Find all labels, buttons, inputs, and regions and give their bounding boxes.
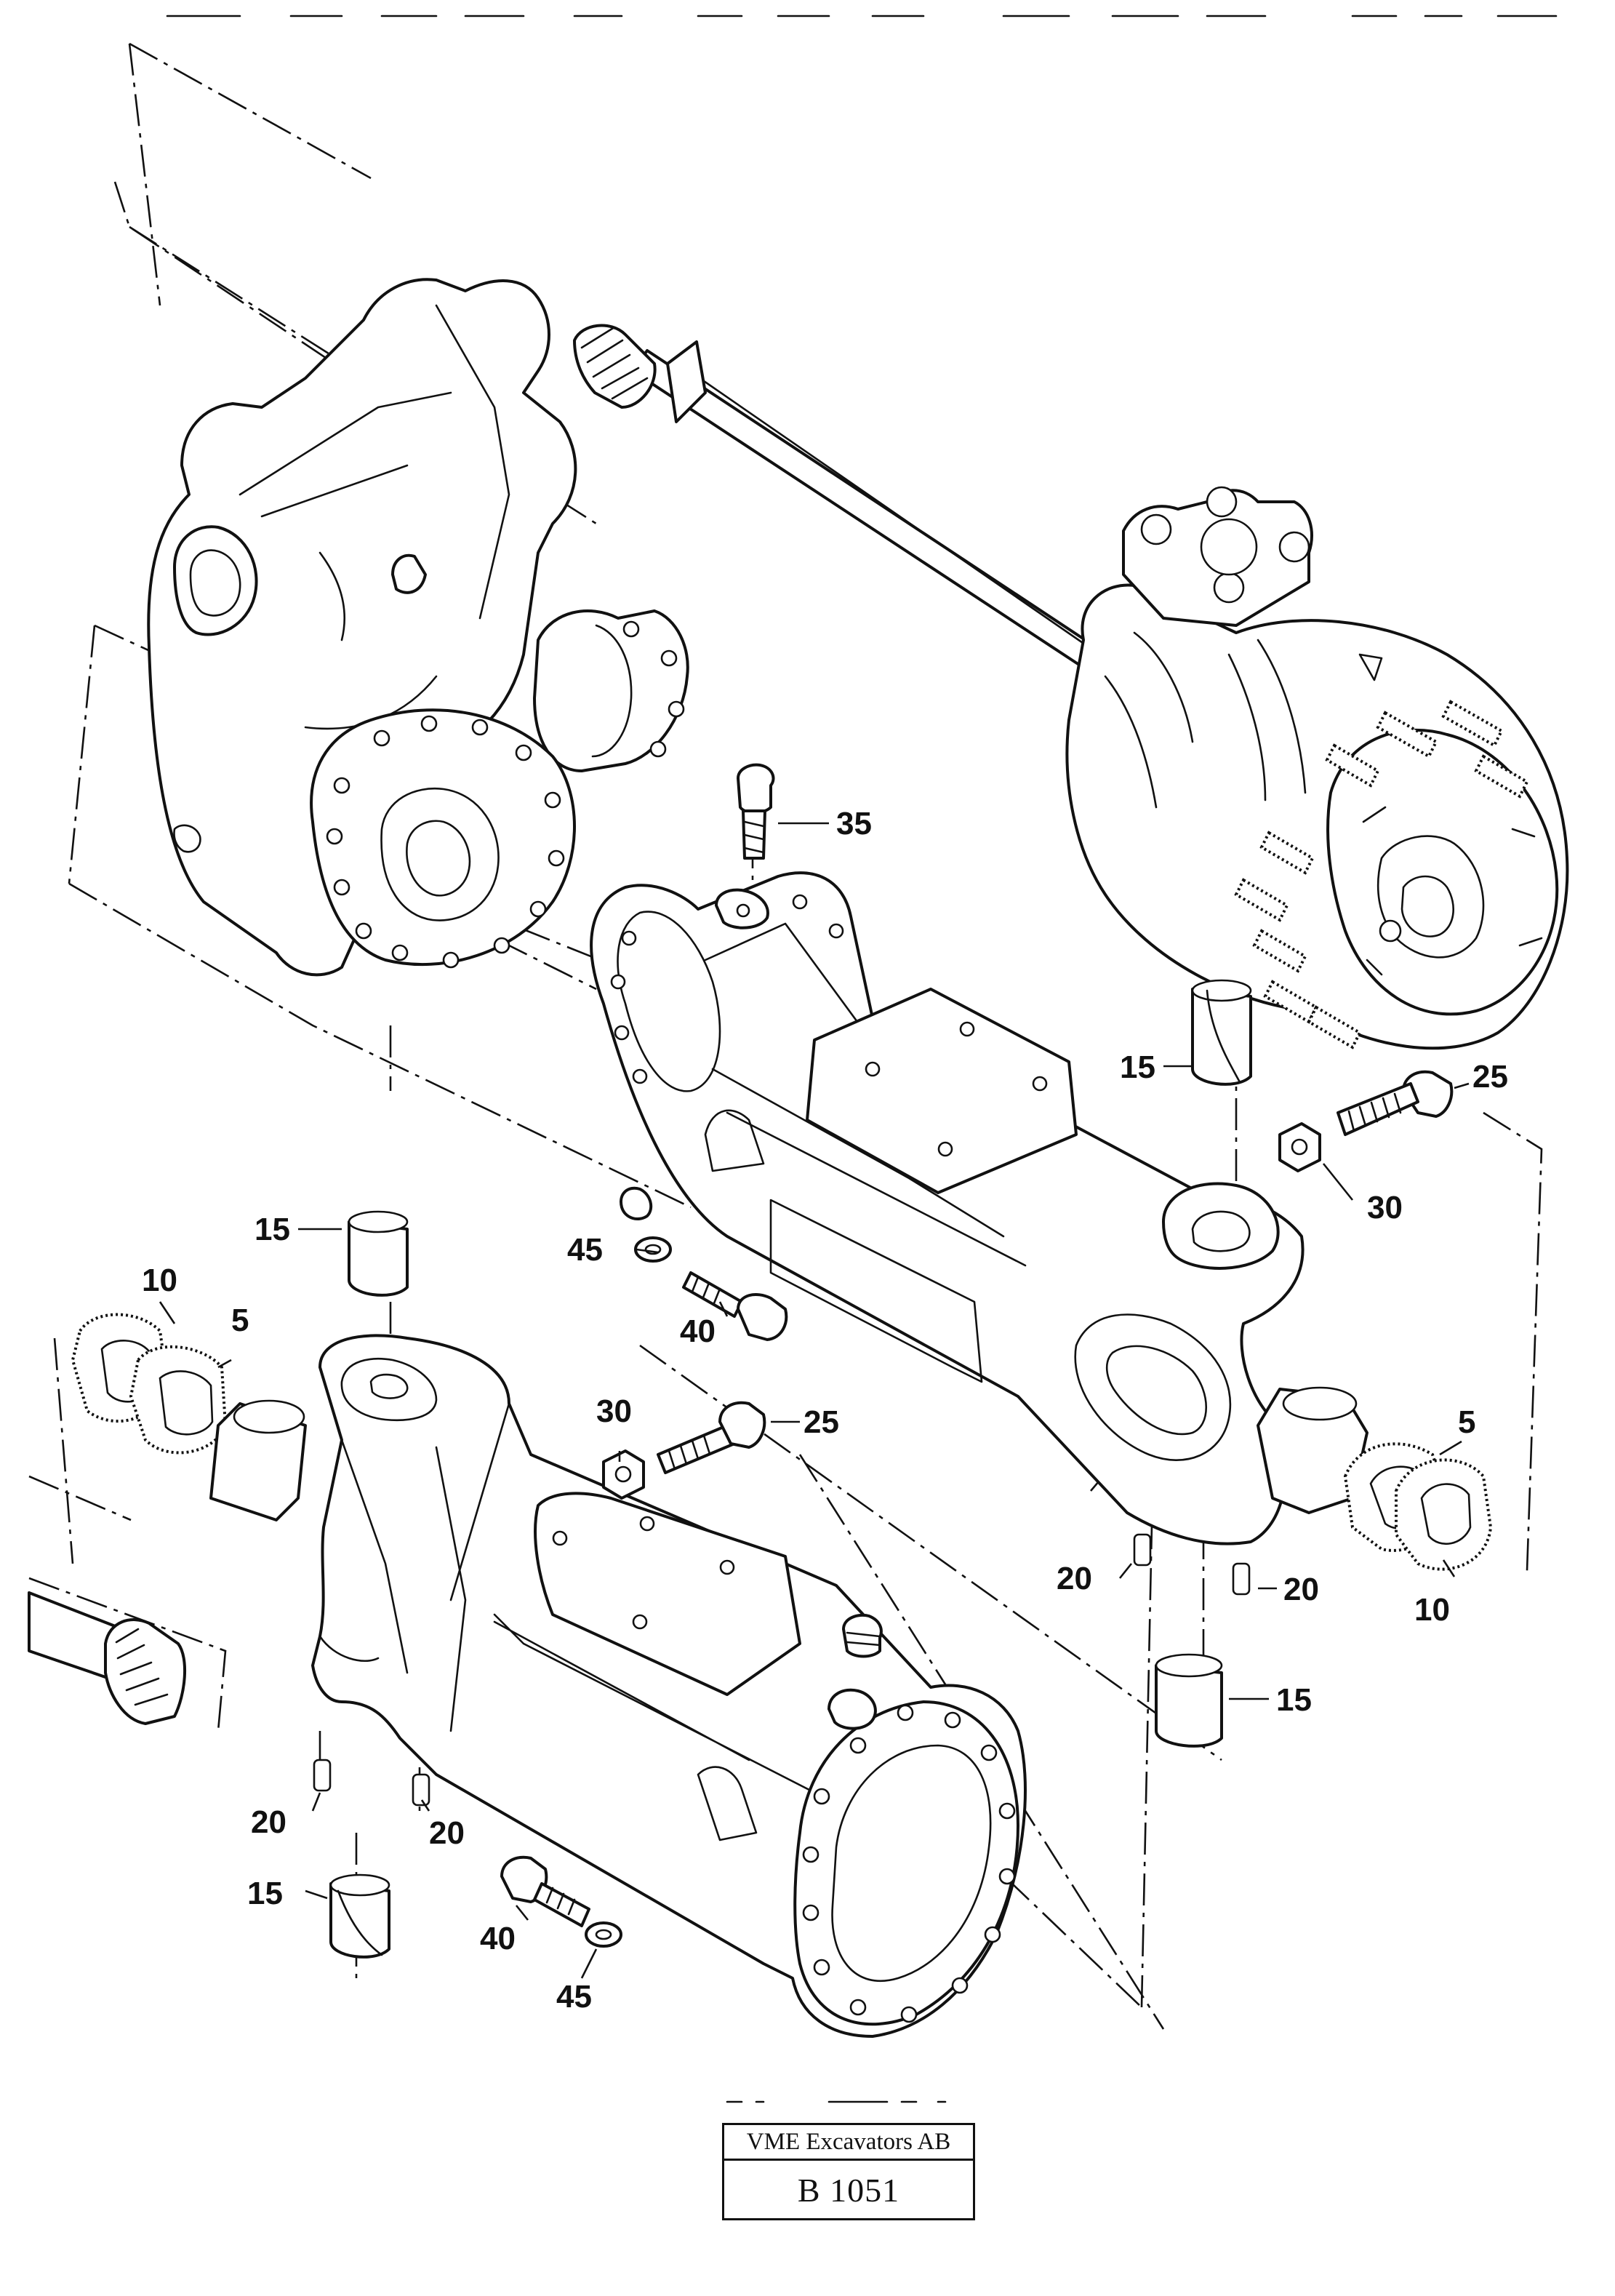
callout-15-bottom-right: 15 [1276, 1682, 1312, 1718]
callout-20-right-b: 20 [1283, 1572, 1319, 1607]
callout-45-upper: 45 [567, 1232, 603, 1268]
nut-30-right [1278, 1122, 1321, 1172]
title-block-company: VME Excavators AB [724, 2125, 973, 2161]
axle-housing-left [311, 1334, 1027, 2038]
title-block-drawing-number: B 1051 [797, 2172, 900, 2209]
callout-15-bottom-left: 15 [247, 1876, 283, 1911]
nut-30-lower [602, 1449, 645, 1500]
title-block: VME Excavators AB B 1051 [722, 2123, 975, 2220]
bolt-25-lower [657, 1401, 766, 1474]
callout-15-top-right: 15 [1120, 1049, 1155, 1085]
bushing-15-top-right [1191, 979, 1252, 1086]
callout-labels: 35 15 25 30 15 45 40 10 5 30 25 5 20 20 … [142, 806, 1508, 2015]
callout-30-top: 30 [1367, 1190, 1403, 1225]
bolt-40-lower [500, 1855, 590, 1927]
bushing-15-bottom-left [329, 1873, 390, 1959]
callout-10-left: 10 [142, 1263, 177, 1298]
callout-20-left-a: 20 [251, 1804, 286, 1840]
callout-20-right-a: 20 [1057, 1561, 1092, 1596]
drive-shaft [573, 324, 1092, 666]
callout-25-top: 25 [1472, 1059, 1508, 1095]
bushing-15-bottom-right [1155, 1653, 1223, 1748]
plug-35 [737, 763, 775, 860]
bolt-25-right [1337, 1070, 1454, 1136]
wheel-studs [1234, 700, 1529, 1049]
plug-lower [842, 1614, 883, 1658]
callout-10-right: 10 [1414, 1592, 1450, 1628]
callout-5-left: 5 [231, 1303, 249, 1338]
axle-housing-right [590, 871, 1305, 1545]
callout-45-lower: 45 [556, 1979, 592, 2015]
bolt-40-upper [682, 1271, 788, 1341]
bushing-15-top-left [348, 1210, 409, 1297]
callout-5-right: 5 [1458, 1404, 1475, 1440]
callout-40-lower: 40 [480, 1921, 516, 1956]
callout-30-lower: 30 [596, 1393, 632, 1429]
callout-40-upper: 40 [680, 1313, 716, 1349]
bushing-right-horizontal [1257, 1386, 1368, 1514]
bearing-5-left [129, 1345, 228, 1455]
callout-15-top-left: 15 [255, 1212, 290, 1247]
seal-10-right [1395, 1458, 1493, 1571]
callout-35: 35 [836, 806, 872, 841]
washer-45-lower [585, 1921, 622, 1948]
callout-25-lower: 25 [804, 1404, 839, 1440]
pins-20 [313, 1533, 1251, 1807]
bushing-left-horizontal [209, 1399, 307, 1521]
axle-shaft-stub [28, 1591, 186, 1725]
differential-housing [147, 278, 689, 977]
callout-20-left-b: 20 [429, 1815, 465, 1851]
wheel-hub-assembly [1065, 486, 1569, 1050]
leader-lines [159, 822, 1470, 1979]
